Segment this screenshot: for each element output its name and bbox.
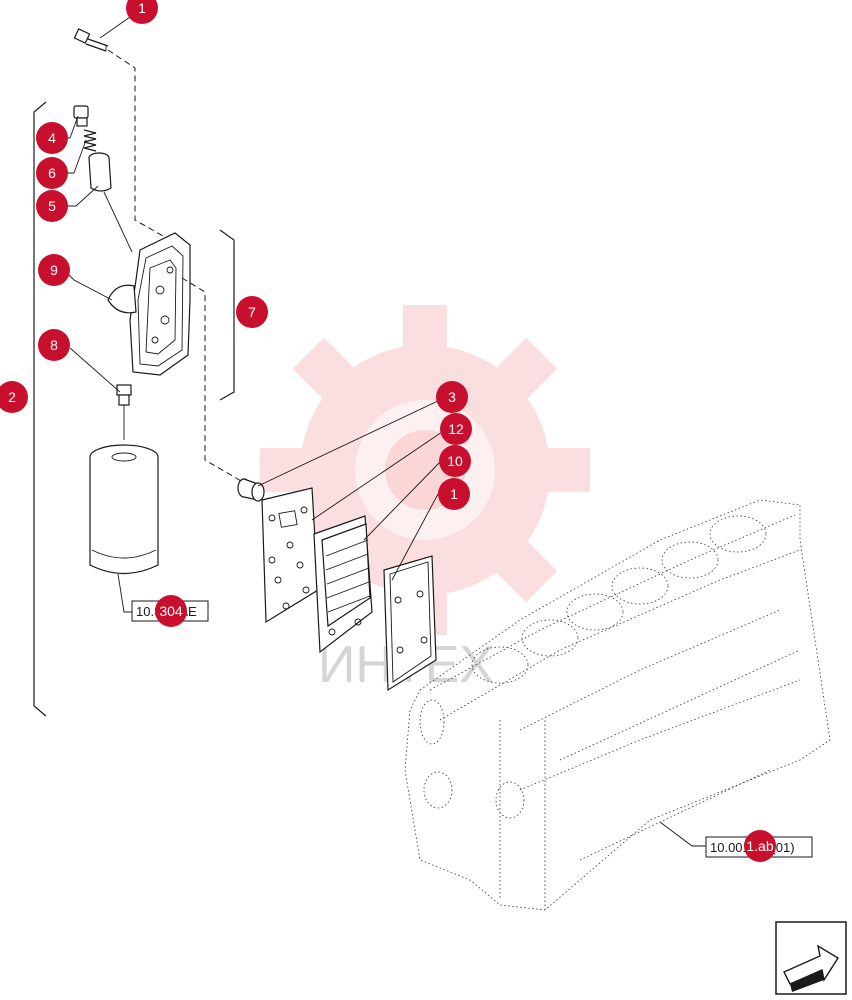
arrow-nav-icon[interactable] xyxy=(775,921,847,995)
svg-text:10: 10 xyxy=(447,453,463,469)
svg-text:1.ab: 1.ab xyxy=(746,838,773,854)
filter-reference[interactable]: 10.304.AE 304 xyxy=(131,595,209,627)
svg-text:9: 9 xyxy=(50,262,58,278)
svg-text:1: 1 xyxy=(138,0,146,16)
bolt xyxy=(73,28,109,52)
callout-3-sleeve[interactable]: 3 xyxy=(436,381,468,413)
callout-10-oil-cooler[interactable]: 10 xyxy=(439,445,471,477)
svg-text:304: 304 xyxy=(159,603,183,619)
svg-text:3: 3 xyxy=(448,389,456,405)
svg-text:6: 6 xyxy=(48,165,56,181)
callout-12-gasket-plate[interactable]: 12 xyxy=(440,413,472,445)
svg-text:7: 7 xyxy=(248,304,256,320)
bypass-valve xyxy=(88,152,112,192)
svg-text:2: 2 xyxy=(8,389,16,405)
callout-5-valve[interactable]: 5 xyxy=(36,190,68,222)
gasket-plate xyxy=(261,487,319,624)
callout-4-plug[interactable]: 4 xyxy=(36,122,68,154)
callout-1-bolt[interactable]: 1 xyxy=(126,0,158,24)
callout-7-bracket[interactable]: 7 xyxy=(236,296,268,328)
bracket-item-7 xyxy=(219,229,235,401)
sleeve xyxy=(237,478,265,502)
spring xyxy=(83,129,97,152)
svg-text:8: 8 xyxy=(50,337,58,353)
svg-text:12: 12 xyxy=(448,421,464,437)
svg-text:4: 4 xyxy=(48,130,56,146)
assembly-path-bolt xyxy=(107,49,171,241)
svg-text:1: 1 xyxy=(450,486,458,502)
block-reference[interactable]: 10.001.ab (01) 1.ab xyxy=(705,830,813,862)
callout-8-nipple[interactable]: 8 xyxy=(38,329,70,361)
cooler-gasket xyxy=(383,555,437,692)
svg-text:5: 5 xyxy=(48,198,56,214)
bracket-item-2 xyxy=(33,101,47,717)
callout-6-spring[interactable]: 6 xyxy=(36,157,68,189)
callout-9-housing[interactable]: 9 xyxy=(38,254,70,286)
oil-cooler xyxy=(313,515,373,654)
callout-1-cooler-gasket[interactable]: 1 xyxy=(438,478,470,510)
oil-filter xyxy=(89,444,159,574)
engine-block xyxy=(404,499,831,911)
assembly-path-housing xyxy=(181,277,249,486)
callout-2-bracket[interactable]: 2 xyxy=(0,381,28,413)
leader-valve-housing xyxy=(103,191,133,253)
filter-head-housing xyxy=(107,232,191,376)
plug xyxy=(73,105,89,127)
nipple xyxy=(116,384,132,406)
leader-lines xyxy=(62,9,706,847)
